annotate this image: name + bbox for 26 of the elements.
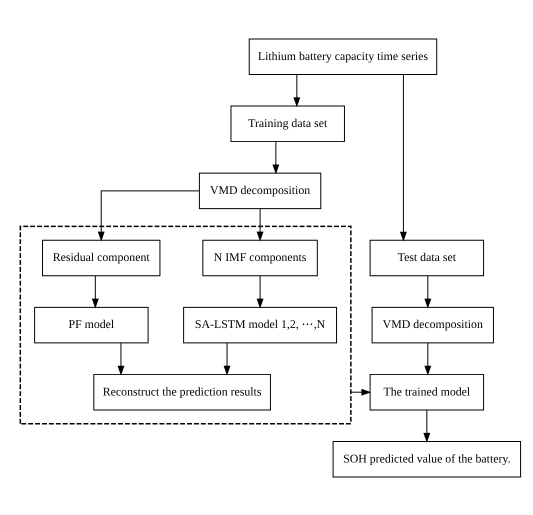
arrow <box>224 342 230 376</box>
arrow <box>424 274 432 308</box>
node-box: Reconstruct the prediction results <box>93 373 271 410</box>
cluster <box>20 225 352 424</box>
arrow <box>92 274 99 308</box>
node-box: VMD decomposition <box>198 172 322 209</box>
arrow <box>423 409 430 442</box>
arrow <box>400 74 407 242</box>
node-box: Lithium battery capacity time series <box>248 38 438 74</box>
node-box: SA-LSTM model 1,2, ⋯,N <box>183 306 338 343</box>
arrow <box>350 388 372 396</box>
arrow <box>272 140 280 174</box>
node-box: VMD decomposition <box>372 306 494 343</box>
arrow <box>424 342 432 376</box>
node-box: PF model <box>34 306 149 343</box>
node-box: Test data set <box>370 239 484 276</box>
arrow <box>256 274 264 308</box>
node-box: N IMF components <box>202 239 318 276</box>
node-box: Residual component <box>42 239 160 276</box>
node-box: SOH predicted value of the battery. <box>332 440 522 478</box>
arrow <box>293 74 300 107</box>
arrow <box>118 342 124 376</box>
node-box: Training data set <box>230 105 345 142</box>
node-box: The trained model <box>370 373 484 410</box>
arrow <box>98 190 200 242</box>
arrow <box>256 208 264 241</box>
